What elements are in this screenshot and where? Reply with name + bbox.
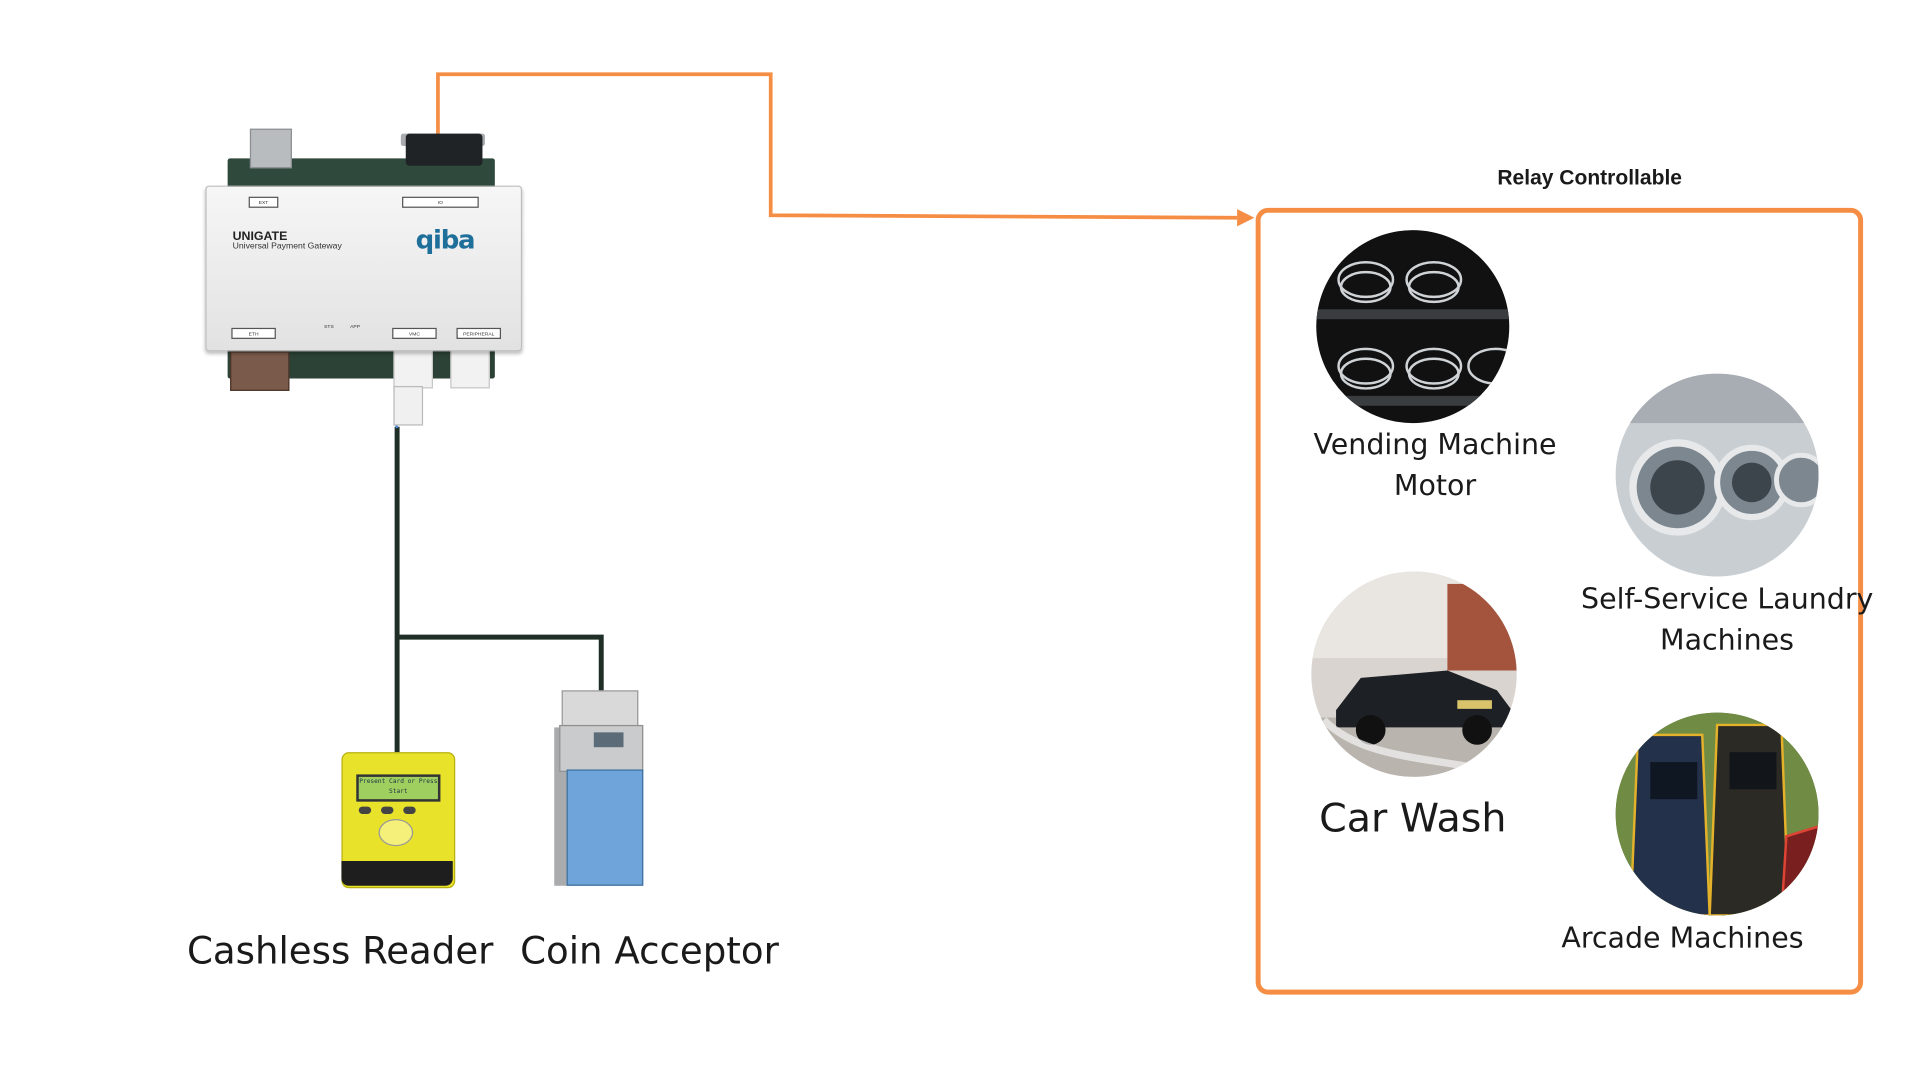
port-label-ext: EXT — [248, 196, 279, 208]
port-label-vmc: VMC — [392, 327, 437, 339]
arcade-cabinet-icon — [1615, 712, 1819, 916]
arcade-image — [1615, 712, 1819, 916]
reader-button-icon — [403, 806, 416, 815]
port-label-eth: ETH — [231, 327, 276, 339]
coin-acceptor-device — [554, 678, 646, 891]
reader-button-icon — [358, 806, 372, 815]
usb-port-icon — [249, 128, 292, 169]
car-icon — [1311, 571, 1517, 777]
mdb-plug-icon — [393, 385, 424, 426]
mdb-cable-branch — [397, 634, 604, 693]
vending-motor-image — [1316, 230, 1510, 424]
vending-label-line1: Vending Machine — [1313, 429, 1557, 462]
car-wash-label: Car Wash — [1319, 794, 1507, 842]
relay-controllable-box — [1255, 207, 1864, 995]
cashless-reader-screen: Present Card or Press Start — [356, 774, 441, 802]
peripheral-connector-icon — [450, 346, 490, 389]
coin-tube-icon — [566, 769, 644, 886]
io-to-relay-line — [436, 72, 1238, 220]
reader-button-icon — [381, 806, 394, 815]
gateway-subtitle: Universal Payment Gateway — [232, 242, 342, 252]
washing-machine-icon — [1615, 373, 1819, 536]
unigate-gateway: EXT IO ETH VMC PERIPHERAL STS APP UNIGAT… — [205, 124, 523, 426]
port-label-peripheral: PERIPHERAL — [456, 327, 502, 339]
relay-arrowhead — [1237, 209, 1255, 227]
db-connector-icon — [405, 133, 483, 166]
led-label-app: APP — [350, 322, 361, 330]
car-wash-image — [1311, 571, 1517, 777]
coin-acceptor-top — [561, 690, 639, 730]
contactless-icon — [378, 818, 414, 847]
cashless-reader-base — [341, 861, 453, 886]
port-label-io: IO — [402, 196, 479, 208]
laundry-image — [1615, 373, 1819, 577]
coin-acceptor-display — [593, 732, 624, 748]
vending-spiral-icon — [1316, 261, 1510, 406]
arcade-label: Arcade Machines — [1561, 922, 1804, 956]
relay-title: Relay Controllable — [1497, 165, 1682, 190]
qiba-logo: qiba — [415, 225, 476, 255]
ethernet-port-icon — [230, 351, 290, 391]
led-label-sts: STS — [324, 322, 334, 330]
vmc-connector-icon — [393, 346, 433, 389]
laundry-label-line1: Self-Service Laundry — [1581, 583, 1874, 617]
coin-acceptor-label: Coin Acceptor — [520, 930, 779, 974]
cashless-reader-label: Cashless Reader — [186, 930, 494, 974]
gateway-enclosure: EXT IO ETH VMC PERIPHERAL STS APP — [205, 185, 523, 352]
gateway-brand: UNIGATE — [232, 230, 288, 244]
laundry-label-line2: Machines — [1660, 624, 1794, 657]
vending-label-line2: Motor — [1393, 470, 1477, 503]
cashless-reader-device: Present Card or Press Start — [341, 752, 456, 889]
